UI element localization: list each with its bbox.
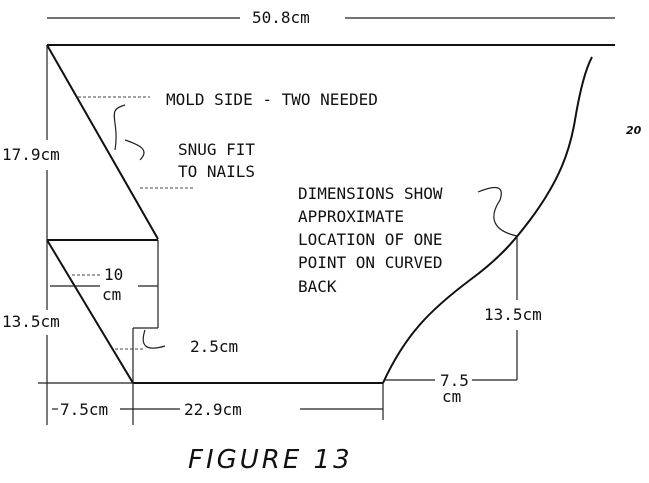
- leader-dashes: [72, 96, 195, 350]
- notch-label: 2.5cm: [190, 337, 238, 356]
- dim-note-1: DIMENSIONS SHOW: [298, 184, 443, 203]
- dimension-lines: [38, 17, 615, 425]
- step-width-unit: cm: [102, 285, 121, 304]
- dim-note-3: LOCATION OF ONE: [298, 230, 443, 249]
- lower-height-label: 13.5cm: [2, 312, 60, 331]
- figure-caption: FIGURE 13: [188, 445, 353, 475]
- upper-diagonal: [46, 44, 159, 240]
- mold-outline: [46, 44, 615, 384]
- title-label: MOLD SIDE - TWO NEEDED: [166, 90, 378, 109]
- bottom-length-label: 22.9cm: [184, 400, 242, 419]
- snug-note-1: SNUG FIT: [178, 140, 255, 159]
- dim-note-4: POINT ON CURVED: [298, 253, 443, 272]
- curve-height-label: 13.5cm: [484, 305, 542, 324]
- top-width-label: 50.8cm: [252, 8, 310, 27]
- dim-note-2: APPROXIMATE: [298, 207, 404, 226]
- snug-note-2: TO NAILS: [178, 162, 255, 181]
- lower-diagonal: [46, 239, 134, 384]
- upper-height-label: 17.9cm: [2, 145, 60, 164]
- dim-note-5: BACK: [298, 277, 337, 296]
- step-width-value: 10: [104, 265, 123, 284]
- curve-offset-unit: cm: [442, 387, 461, 406]
- curve-offset-value: 7.5: [440, 371, 469, 390]
- page-number: 20: [626, 124, 642, 137]
- curved-back: [382, 56, 593, 384]
- bottom-left-label: 7.5cm: [60, 400, 108, 419]
